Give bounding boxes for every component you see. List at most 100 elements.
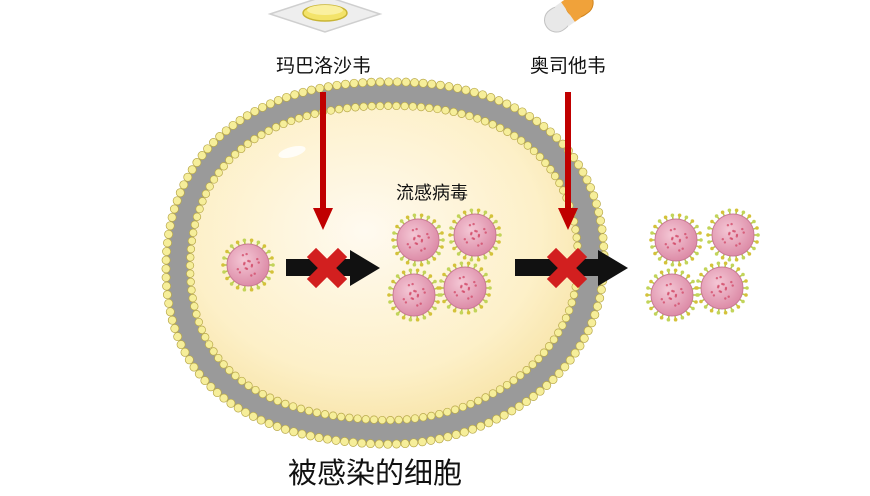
membrane-bead — [194, 317, 203, 327]
membrane-bead — [427, 79, 437, 89]
membrane-bead — [583, 326, 593, 336]
inhibition-arrow-baloxavir — [313, 92, 333, 230]
membrane-bead — [203, 144, 213, 154]
membrane-bead — [453, 83, 462, 93]
membrane-bead — [265, 99, 275, 109]
membrane-bead — [410, 78, 420, 88]
membrane-bead — [165, 221, 175, 231]
membrane-bead — [535, 152, 545, 161]
virus-particle-progeny — [387, 268, 441, 322]
membrane-bead — [525, 111, 535, 121]
membrane-bead — [257, 130, 266, 139]
membrane-bead — [219, 360, 228, 369]
membrane-bead — [209, 175, 219, 184]
membrane-bead — [256, 415, 266, 425]
block-cross-replication — [306, 247, 348, 289]
membrane-bead — [492, 414, 501, 424]
drug-label-baloxavir: 玛巴洛沙韦 — [276, 55, 372, 77]
membrane-bead — [187, 285, 196, 295]
membrane-bead — [502, 380, 512, 390]
membrane-bead — [358, 78, 368, 88]
infected-cell — [161, 77, 609, 449]
membrane-bead — [244, 381, 253, 390]
membrane-bead — [367, 102, 376, 111]
virus-particle-released — [649, 213, 703, 267]
membrane-bead — [328, 411, 338, 420]
membrane-bead — [183, 172, 193, 182]
membrane-bead — [392, 101, 401, 111]
membrane-bead — [589, 191, 599, 201]
membrane-bead — [554, 328, 563, 337]
membrane-bead — [400, 439, 410, 449]
membrane-bead — [375, 77, 385, 87]
membrane-bead — [416, 102, 426, 112]
membrane-bead — [375, 101, 385, 111]
membrane-bead — [287, 116, 296, 126]
membrane-bead — [516, 371, 525, 380]
membrane-bead — [209, 138, 218, 147]
membrane-bead — [410, 414, 420, 423]
membrane-bead — [188, 294, 197, 303]
membrane-bead — [560, 362, 570, 372]
membrane-bead — [241, 407, 251, 417]
membrane-bead — [235, 115, 245, 125]
membrane-bead — [161, 255, 171, 265]
membrane-bead — [539, 348, 549, 357]
membrane-bead — [306, 85, 316, 95]
tablet-icon — [267, 0, 383, 33]
membrane-bead — [546, 165, 555, 174]
membrane-bead — [555, 178, 564, 188]
membrane-bead — [357, 438, 367, 448]
membrane-bead — [282, 92, 291, 102]
membrane-bead — [522, 366, 531, 375]
membrane-bead — [190, 302, 199, 311]
membrane-bead — [332, 80, 342, 90]
membrane-bead — [450, 405, 460, 414]
membrane-bead — [237, 144, 246, 154]
membrane-bead — [264, 419, 274, 428]
membrane-bead — [186, 244, 196, 254]
membrane-bead — [320, 410, 330, 419]
membrane-bead — [521, 397, 531, 407]
membrane-bead — [201, 189, 211, 198]
membrane-bead — [164, 229, 174, 239]
membrane-bead — [457, 109, 466, 118]
membrane-bead — [205, 182, 214, 191]
membrane-bead — [334, 105, 344, 114]
membrane-bead — [163, 238, 172, 248]
membrane-bead — [186, 253, 195, 262]
membrane-bead — [225, 155, 234, 165]
membrane-bead — [567, 298, 576, 307]
membrane-bead — [544, 342, 554, 351]
membrane-bead — [348, 437, 358, 447]
membrane-bead — [186, 269, 195, 278]
membrane-bead — [219, 162, 228, 171]
membrane-bead — [359, 102, 368, 111]
membrane-bead — [476, 421, 486, 431]
membrane-bead — [514, 401, 524, 411]
membrane-bead — [418, 78, 428, 88]
membrane-bead — [258, 102, 267, 112]
membrane-bead — [394, 415, 403, 425]
membrane-bead — [510, 103, 520, 113]
membrane-bead — [509, 376, 518, 385]
membrane-bead — [273, 95, 283, 105]
membrane-bead — [488, 389, 498, 398]
membrane-bead — [351, 103, 360, 112]
membrane-bead — [173, 332, 183, 342]
membrane-bead — [586, 183, 595, 193]
membrane-bead — [197, 325, 206, 334]
virus-particle-released — [706, 208, 760, 262]
membrane-bead — [495, 385, 505, 394]
membrane-bead — [189, 362, 199, 372]
membrane-bead — [569, 290, 579, 299]
membrane-bead — [297, 429, 307, 439]
membrane-bead — [419, 413, 428, 422]
membrane-bead — [570, 348, 580, 358]
membrane-bead — [564, 306, 574, 315]
membrane-bead — [542, 381, 552, 390]
membrane-bead — [312, 408, 322, 417]
membrane-bead — [579, 333, 589, 343]
membrane-bead — [172, 196, 182, 206]
membrane-bead — [593, 301, 602, 311]
